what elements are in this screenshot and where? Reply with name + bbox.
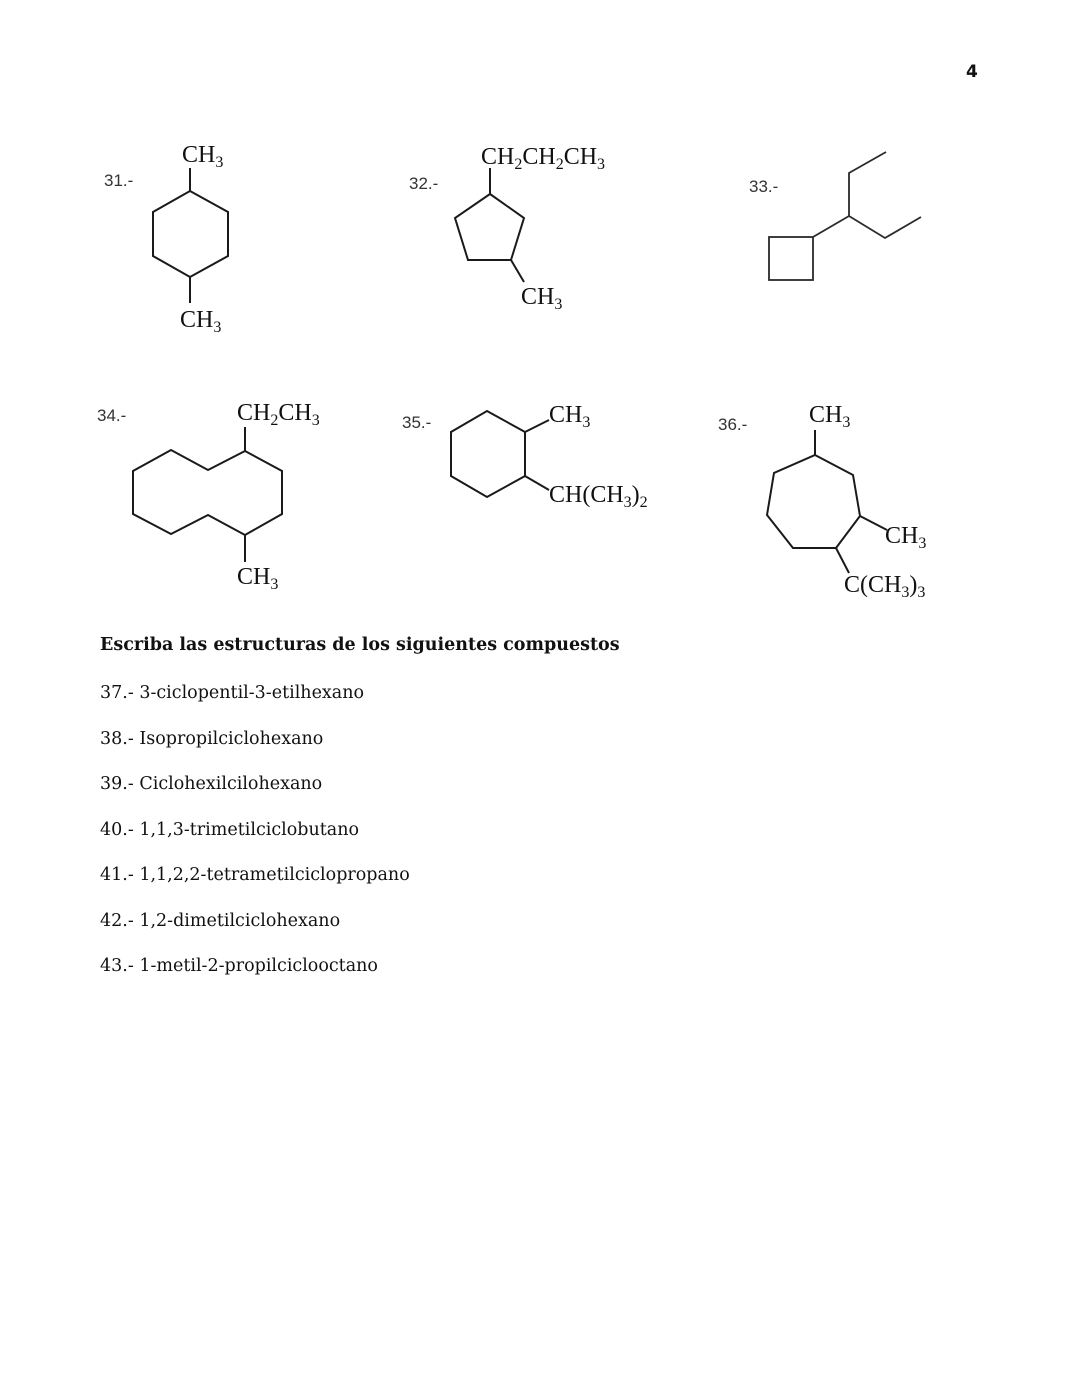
exercise-name: 3-ciclopentil-3-etilhexano (139, 683, 365, 703)
substituent-methyl-side: CH3 (885, 523, 926, 552)
exercise-number: 42.- (100, 910, 134, 931)
structure-34: 34.- CH2CH3 CH3 (97, 400, 320, 593)
exercise-number: 40.- (100, 819, 134, 840)
cyclobutane-ring (768, 236, 814, 281)
page-number: 4 (966, 62, 978, 82)
structure-36: 36.- CH3 CH3 C(CH3)3 (718, 402, 926, 601)
exercise-item: 39.- Ciclohexilcilohexano (100, 772, 410, 818)
exercise-item: 38.- Isopropilciclohexano (100, 727, 410, 773)
structure-35: 35.- CH3 CH(CH3)2 (402, 402, 648, 511)
exercise-number: 37.- (100, 683, 134, 703)
exercise-item: 43.- 1-metil-2-propilciclooctano (100, 954, 410, 1000)
structure-32: 32.- CH2CH2CH3 CH3 (409, 144, 605, 313)
structure-label: 34.- (97, 406, 126, 425)
structure-31: 31.- CH3 CH3 (104, 142, 229, 336)
exercise-item: 40.- 1,1,3-trimetilciclobutano (100, 818, 410, 864)
substituent-methyl-top: CH3 (809, 402, 850, 431)
exercise-item: 41.- 1,1,2,2-tetrametilciclopropano (100, 863, 410, 909)
cycloheptane-ring (765, 453, 862, 549)
structure-label: 36.- (718, 415, 747, 434)
substituent-methyl: CH3 (549, 402, 590, 431)
exercise-number: 41.- (100, 865, 134, 885)
substituent-ethyl: CH2CH3 (237, 400, 320, 429)
exercise-name: Isopropilciclohexano (139, 728, 324, 749)
substituent-tert-butyl: C(CH3)3 (844, 572, 925, 601)
substituent-methyl: CH3 (237, 564, 278, 593)
exercise-name: 1,1,2,2-tetrametilciclopropano (139, 865, 410, 885)
cyclopentane-ring (453, 192, 526, 261)
structure-label: 35.- (402, 413, 431, 432)
exercise-name: Ciclohexilcilohexano (139, 774, 323, 794)
exercise-number: 38.- (100, 728, 134, 749)
structures-section: 31.- CH3 CH3 32.- CH2CH2CH3 CH3 33.- 34.… (0, 0, 1080, 620)
substituent-bottom: CH3 (180, 307, 221, 336)
structure-33: 33.- (749, 151, 922, 281)
exercise-item: 37.- 3-ciclopentil-3-etilhexano (100, 681, 410, 727)
substituent-propyl: CH2CH2CH3 (481, 144, 605, 173)
cyclohexane-ring (152, 189, 229, 279)
substituent-methyl: CH3 (521, 284, 562, 313)
structure-label: 31.- (104, 171, 133, 190)
cyclodecane-ring (132, 448, 283, 537)
exercise-item: 42.- 1,2-dimetilciclohexano (100, 909, 410, 955)
structure-label: 33.- (749, 177, 778, 196)
exercise-number: 43.- (100, 956, 134, 976)
structure-label: 32.- (409, 174, 438, 193)
cyclohexane-ring (450, 409, 526, 499)
exercise-name: 1,1,3-trimetilciclobutano (139, 819, 360, 840)
substituent-isopropyl: CH(CH3)2 (549, 482, 648, 511)
exercise-number: 39.- (100, 774, 134, 794)
exercise-name: 1-metil-2-propilciclooctano (139, 956, 378, 976)
exercise-list: 37.- 3-ciclopentil-3-etilhexano 38.- Iso… (100, 681, 410, 1000)
exercise-name: 1,2-dimetilciclohexano (139, 910, 341, 931)
instructions-heading: Escriba las estructuras de los siguiente… (100, 635, 620, 655)
substituent-top: CH3 (182, 142, 223, 171)
